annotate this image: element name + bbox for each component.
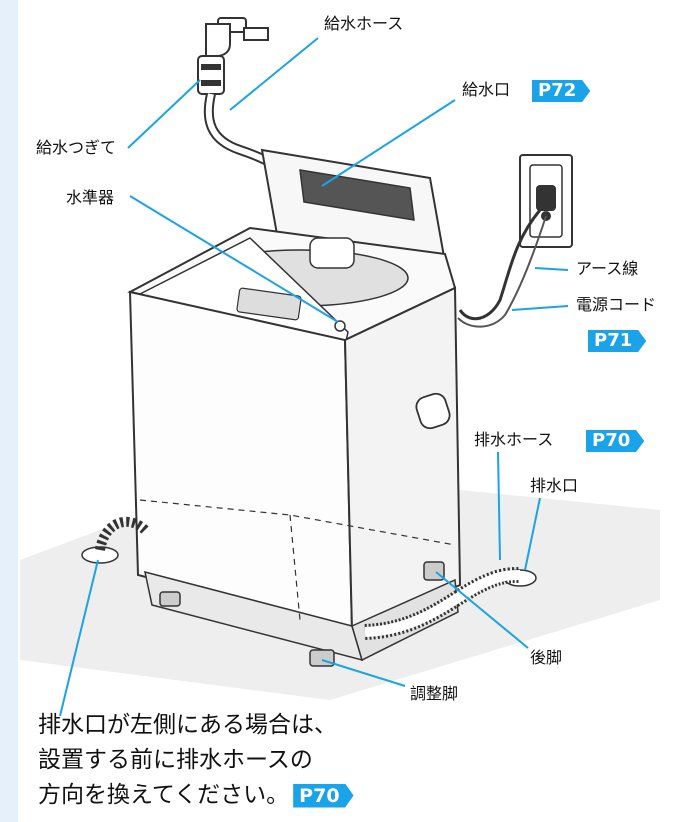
- washer-body: [127, 226, 462, 662]
- label-supply-inlet: 給水口: [462, 80, 511, 99]
- label-ground-wire: アース線: [576, 259, 639, 278]
- label-level-gauge: 水準器: [66, 188, 115, 207]
- supply-joint: [197, 55, 225, 95]
- label-supply-joint: 給水つぎて: [36, 138, 117, 157]
- ground-wire: [457, 215, 547, 328]
- note-line-3: 方向を換えてください。: [38, 782, 290, 808]
- leader-lines: [59, 37, 569, 717]
- note-line-1: 排水口が左側にある場合は、: [38, 712, 337, 738]
- label-power-cord: 電源コード: [576, 295, 657, 314]
- badge-page-power[interactable]: P71: [588, 330, 647, 352]
- label-supply-hose: 給水ホース: [324, 14, 404, 33]
- badge-page-supply-inlet[interactable]: P72: [532, 80, 591, 102]
- note-line-3-wrap: 方向を換えてください。P70: [38, 778, 418, 813]
- note-line-2: 設置する前に排水ホースの: [38, 747, 313, 773]
- power-cord: [458, 209, 542, 321]
- badge-page-drain-hose[interactable]: P70: [586, 430, 645, 452]
- label-drain-hose: 排水ホース: [474, 430, 554, 449]
- label-drain-outlet: 排水口: [530, 476, 579, 495]
- label-adjust-foot: 調整脚: [410, 684, 459, 703]
- label-rear-foot: 後脚: [530, 648, 563, 667]
- wall-outlet: [519, 154, 573, 248]
- faucet: [205, 17, 269, 57]
- drain-direction-note: 排水口が左側にある場合は、 設置する前に排水ホースの 方向を換えてください。P7…: [38, 708, 418, 813]
- badge-page-note[interactable]: P70: [293, 783, 354, 808]
- side-panel: [0, 0, 18, 822]
